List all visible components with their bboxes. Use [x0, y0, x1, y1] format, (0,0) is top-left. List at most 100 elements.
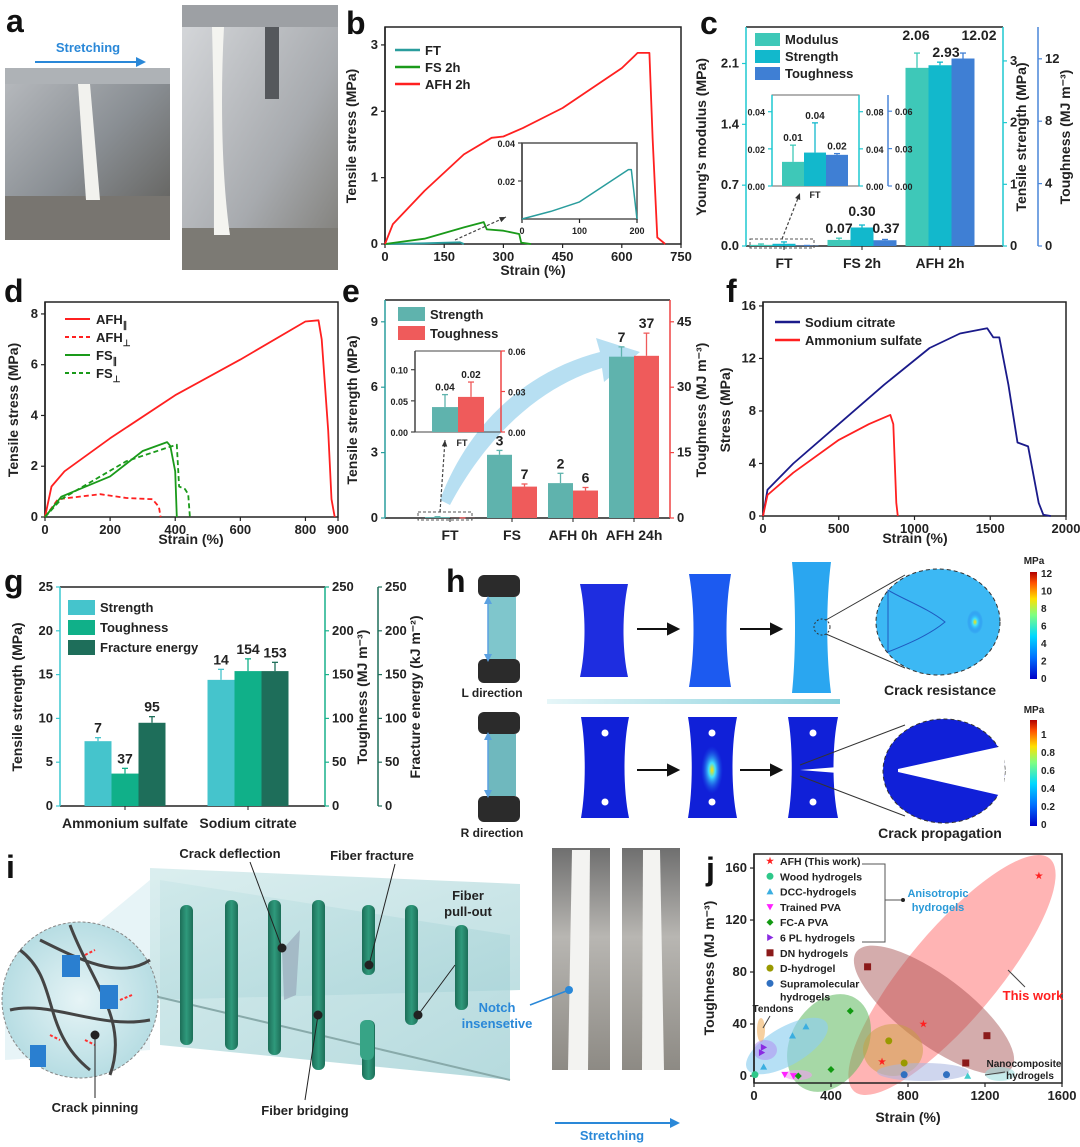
panel-letter-a: a	[6, 3, 24, 39]
category-label: Sodium citrate	[199, 815, 296, 831]
bar-strength	[772, 243, 796, 246]
marker-dcc-hydrogels	[760, 1063, 768, 1070]
x-tick-label: 450	[552, 249, 574, 264]
bar-value-label: 2	[557, 455, 565, 471]
legend-label: AFH (This work)	[780, 856, 861, 868]
legend-marker	[766, 964, 774, 972]
x-tick-label: 0	[381, 249, 388, 264]
legend-marker	[766, 872, 774, 880]
colorbar-tick-label: 12	[1041, 569, 1053, 580]
inset-value-label: 0.02	[827, 142, 847, 153]
x-tick-label: 750	[670, 249, 692, 264]
colorbar-tick-label: 2	[1041, 657, 1047, 668]
marker-wood-hydrogels	[751, 1071, 759, 1079]
legend-label: Sodium citrate	[805, 315, 895, 330]
y-tick-label: 0	[1010, 238, 1017, 253]
crack-resistance-zoom	[875, 568, 1001, 676]
y-tick-label: 30	[677, 379, 691, 394]
bar-strength	[425, 517, 450, 518]
legend-label: FS∥	[96, 348, 117, 367]
y-tick-label: 2.1	[721, 56, 739, 71]
bar-value-label: 95	[144, 699, 160, 715]
y-tick-label: 0	[371, 510, 378, 525]
colorbar-tick-label: 0.8	[1041, 748, 1055, 759]
legend-label: DN hydrogels	[780, 948, 848, 960]
x-axis-title: Strain (%)	[158, 531, 223, 547]
bar-toughness	[951, 58, 975, 247]
legend-label: Modulus	[785, 32, 838, 47]
arrow-head	[795, 193, 801, 200]
callout-dots	[90, 861, 456, 1101]
legend-marker	[766, 888, 774, 895]
marker-afh-this-work-	[1034, 871, 1043, 880]
legend-name: FS	[96, 366, 113, 381]
bar-value-label: 12.02	[961, 27, 996, 43]
region-dn	[853, 945, 1015, 1075]
line-series-afh-2h	[384, 52, 666, 245]
colorbar-tick-label: 0	[1041, 820, 1047, 831]
stretch-arrow-head	[136, 57, 146, 67]
marker-dcc-hydrogels	[802, 1023, 810, 1030]
region-dcc	[746, 1017, 828, 1075]
legend-label: DCC-hydrogels	[780, 887, 857, 899]
panel-letter-j: j	[705, 851, 715, 887]
y-axis-title: Toughness (MJ m⁻³)	[354, 630, 370, 765]
y-axis-title: Toughness (MJ m⁻³)	[1057, 70, 1073, 205]
photo-after-stretch	[182, 5, 338, 270]
legend-marker	[766, 918, 774, 926]
y-tick-label: 160	[725, 860, 747, 875]
y-tick-label: 0	[677, 510, 684, 525]
y-tick-label: 4	[31, 407, 39, 422]
pointer-line	[762, 1015, 771, 1029]
x-tick-label: 500	[828, 521, 850, 536]
zoom-region-box	[417, 511, 473, 521]
fiber-bridging-label: Fiber bridging	[261, 1103, 348, 1118]
y-tick-label: 1.4	[721, 116, 740, 131]
clamp-rod	[265, 27, 279, 99]
inset-bar	[826, 154, 848, 186]
trend-arrow	[440, 338, 640, 505]
stretching-label: Stretching	[580, 1128, 644, 1143]
y-tick-label: 0	[749, 508, 756, 523]
colorbar-tick-label: 8	[1041, 604, 1047, 615]
marker-dcc-hydrogels	[789, 1032, 796, 1039]
line-series-ammonium-sulfate	[762, 413, 899, 517]
bar-value-label: 0.07	[825, 220, 852, 236]
bar-value-label: 37	[117, 750, 133, 766]
inset-bar	[804, 152, 826, 186]
y-tick-label: 0.00	[508, 428, 526, 438]
bracket	[862, 863, 886, 943]
x-tick-label: 600	[611, 249, 633, 264]
x-tick-label: 600	[229, 522, 251, 537]
inset-category-label: FT	[457, 438, 468, 448]
inset-bar	[782, 161, 804, 186]
dashed-arrow	[781, 192, 801, 240]
legend-swatch	[398, 326, 425, 340]
crack-notch	[800, 767, 838, 773]
panel-i-illustration: Crack deflection Fiber fracture Fiber pu…	[1, 846, 680, 1143]
inset-frame-b	[521, 142, 638, 220]
crack-pinning-label: Crack pinning	[52, 1100, 139, 1115]
y-tick-label: 0.08	[866, 108, 884, 118]
stress-hotspot	[967, 610, 983, 634]
legend-name: AFH	[96, 330, 123, 345]
y-axis-title: Toughness (MJ m⁻³)	[701, 901, 717, 1036]
fiber-pullout-label: Fiber	[452, 888, 484, 903]
line-series-fs	[44, 443, 191, 518]
y-tick-label: 0.04	[866, 145, 884, 155]
y-tick-label: 0.06	[895, 107, 913, 117]
legend-label: Toughness	[100, 620, 168, 635]
deflected-crack	[282, 930, 300, 1000]
y-tick-label: 250	[332, 579, 354, 594]
panel-h-simulation: L direction Crack resistance R direction	[461, 556, 1056, 841]
y-tick-label: 0.06	[508, 347, 526, 357]
bar-value-label: 0.30	[848, 203, 875, 219]
legend-label: AFH 2h	[425, 77, 471, 92]
marker-afh-this-work-	[919, 1019, 928, 1028]
y-axis-title: Young's modulus (MPa)	[693, 58, 709, 216]
y-tick-label: 6	[31, 357, 38, 372]
colorbar-tick-label: 1	[1041, 730, 1047, 741]
marker-dn-hydrogels	[962, 1059, 970, 1067]
r-specimen-final	[788, 717, 838, 818]
